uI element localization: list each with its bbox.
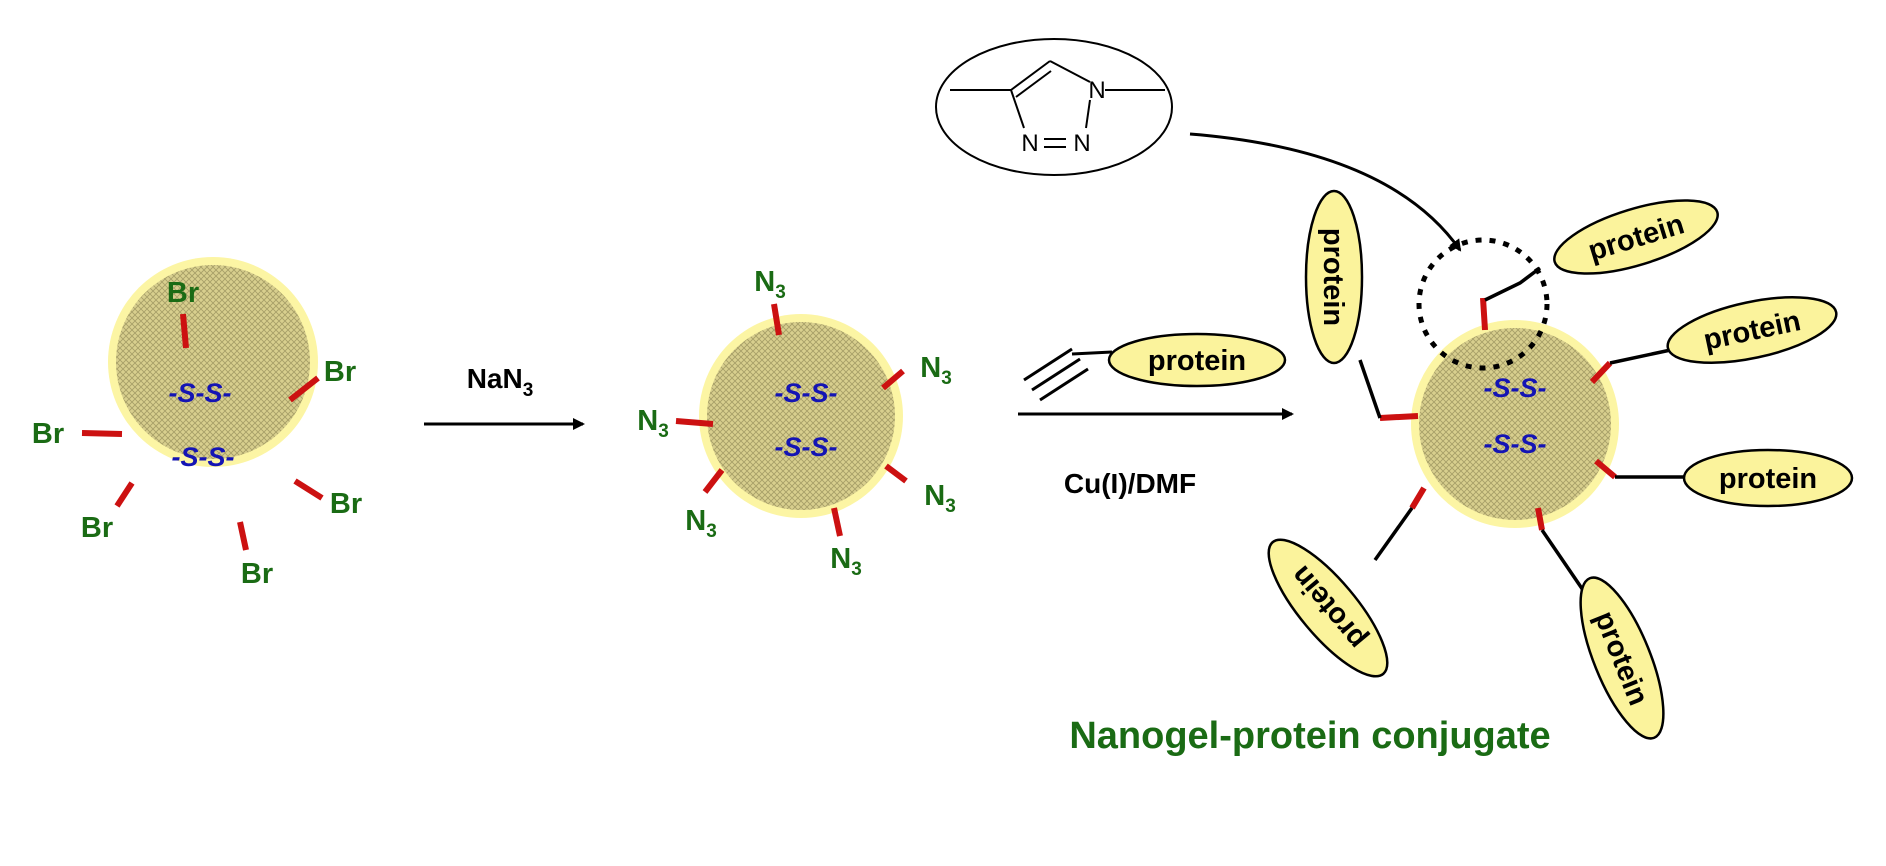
linker [1535,507,1545,531]
disulfide-label: -S-S- [169,378,232,408]
protein-label: protein [1317,228,1349,326]
linker [114,481,135,508]
connector [1358,359,1382,419]
linker [1480,297,1488,331]
azide-label: N3 [685,505,717,542]
protein-ellipse [1553,199,1719,275]
reagent-label: NaN3 [467,363,534,401]
linker [81,430,123,437]
azide-subscript: 3 [945,496,956,517]
particle-core [707,322,895,510]
protein-label: protein [1148,345,1246,377]
linker [881,368,905,391]
linker [180,313,189,349]
azide-label: N3 [637,405,669,442]
linker [702,468,725,494]
azide-label: N3 [924,480,956,517]
particle-core [1419,328,1611,520]
azide-main: N [637,405,658,437]
alkyne-tether [1071,350,1113,356]
nitrogen-atom: N [1088,77,1105,104]
linker [1379,413,1419,421]
particle-core [116,265,310,459]
nitrogen-atom: N [1021,130,1038,157]
callout-arrow [1189,132,1462,252]
linker [288,375,320,403]
linker [1409,486,1427,510]
bromide-label: Br [241,558,273,590]
triazole-structure: N N N [935,38,1462,252]
reaction-arrow-1: NaN3 [424,363,585,430]
protein-label: protein [1719,463,1817,495]
azide-main: N [754,266,775,298]
disulfide-label: -S-S- [775,432,838,462]
linker-group [675,303,908,537]
linker [237,521,249,551]
alkyne-triple-bond [1023,347,1089,402]
connector [1540,529,1587,594]
azide-subscript: 3 [941,368,952,389]
linker [1589,360,1613,385]
reagent-main: NaN [467,363,523,394]
connector [1373,506,1414,562]
linker [1594,458,1617,480]
azide-main: N [830,543,851,575]
nitrogen-atom: N [1073,130,1090,157]
azide-subscript: 3 [658,421,669,442]
protein-ellipse [1267,538,1389,678]
linker [771,303,782,336]
conjugate-caption: Nanogel-protein conjugate [1069,715,1550,757]
protein-ellipse [1666,296,1838,364]
azide-main: N [685,505,706,537]
protein-ellipse [1107,332,1287,388]
disulfide-label: -S-S- [1484,373,1547,403]
azide-subscript: 3 [775,282,786,303]
azide-subscript: 3 [851,559,862,580]
linker [675,418,714,427]
linker-group [1379,297,1617,531]
linker-group [81,313,324,551]
protein-ellipse [1304,189,1364,365]
protein-ellipse [1579,576,1665,740]
triazole-highlight-circle [1416,237,1550,371]
disulfide-label: -S-S- [1484,429,1547,459]
protein-unit: protein [1666,296,1838,364]
bromide-label: Br [324,356,356,388]
bromide-label: Br [330,488,362,520]
bromide-label: Br [32,418,64,450]
protein-unit: protein [1553,199,1719,275]
azide-label: N3 [754,266,786,303]
reaction-arrow-2: protein Cu(I)/DMF [1018,332,1294,499]
disulfide-label: -S-S- [775,378,838,408]
conditions-label: Cu(I)/DMF [1064,468,1196,499]
connector [1484,266,1542,302]
azide-main: N [924,480,945,512]
nanogel-protein-conjugate: -S-S- -S-S- protein pr [1069,189,1854,757]
protein-unit: protein [1579,576,1665,740]
connector-group [1358,266,1690,594]
azide-label: N3 [920,352,952,389]
protein-ellipse [1682,448,1854,508]
disulfide-label: -S-S- [172,442,235,472]
bromide-label: Br [167,277,199,309]
linker [884,463,908,484]
protein-unit: protein [1304,189,1364,365]
reagent-subscript: 3 [523,380,534,401]
triazole-oval [935,38,1173,176]
bromide-label: Br [81,512,113,544]
nanogel-azide: -S-S- -S-S- N3 N3 N3 N3 N3 N3 [637,266,956,580]
linker [831,507,843,537]
azide-subscript: 3 [706,521,717,542]
azide-main: N [920,352,941,384]
linker [293,478,324,501]
azide-label: N3 [830,543,862,580]
nanogel-bromide: -S-S- -S-S- Br Br Br Br Br Br [32,257,362,590]
protein-unit: protein [1682,448,1854,508]
